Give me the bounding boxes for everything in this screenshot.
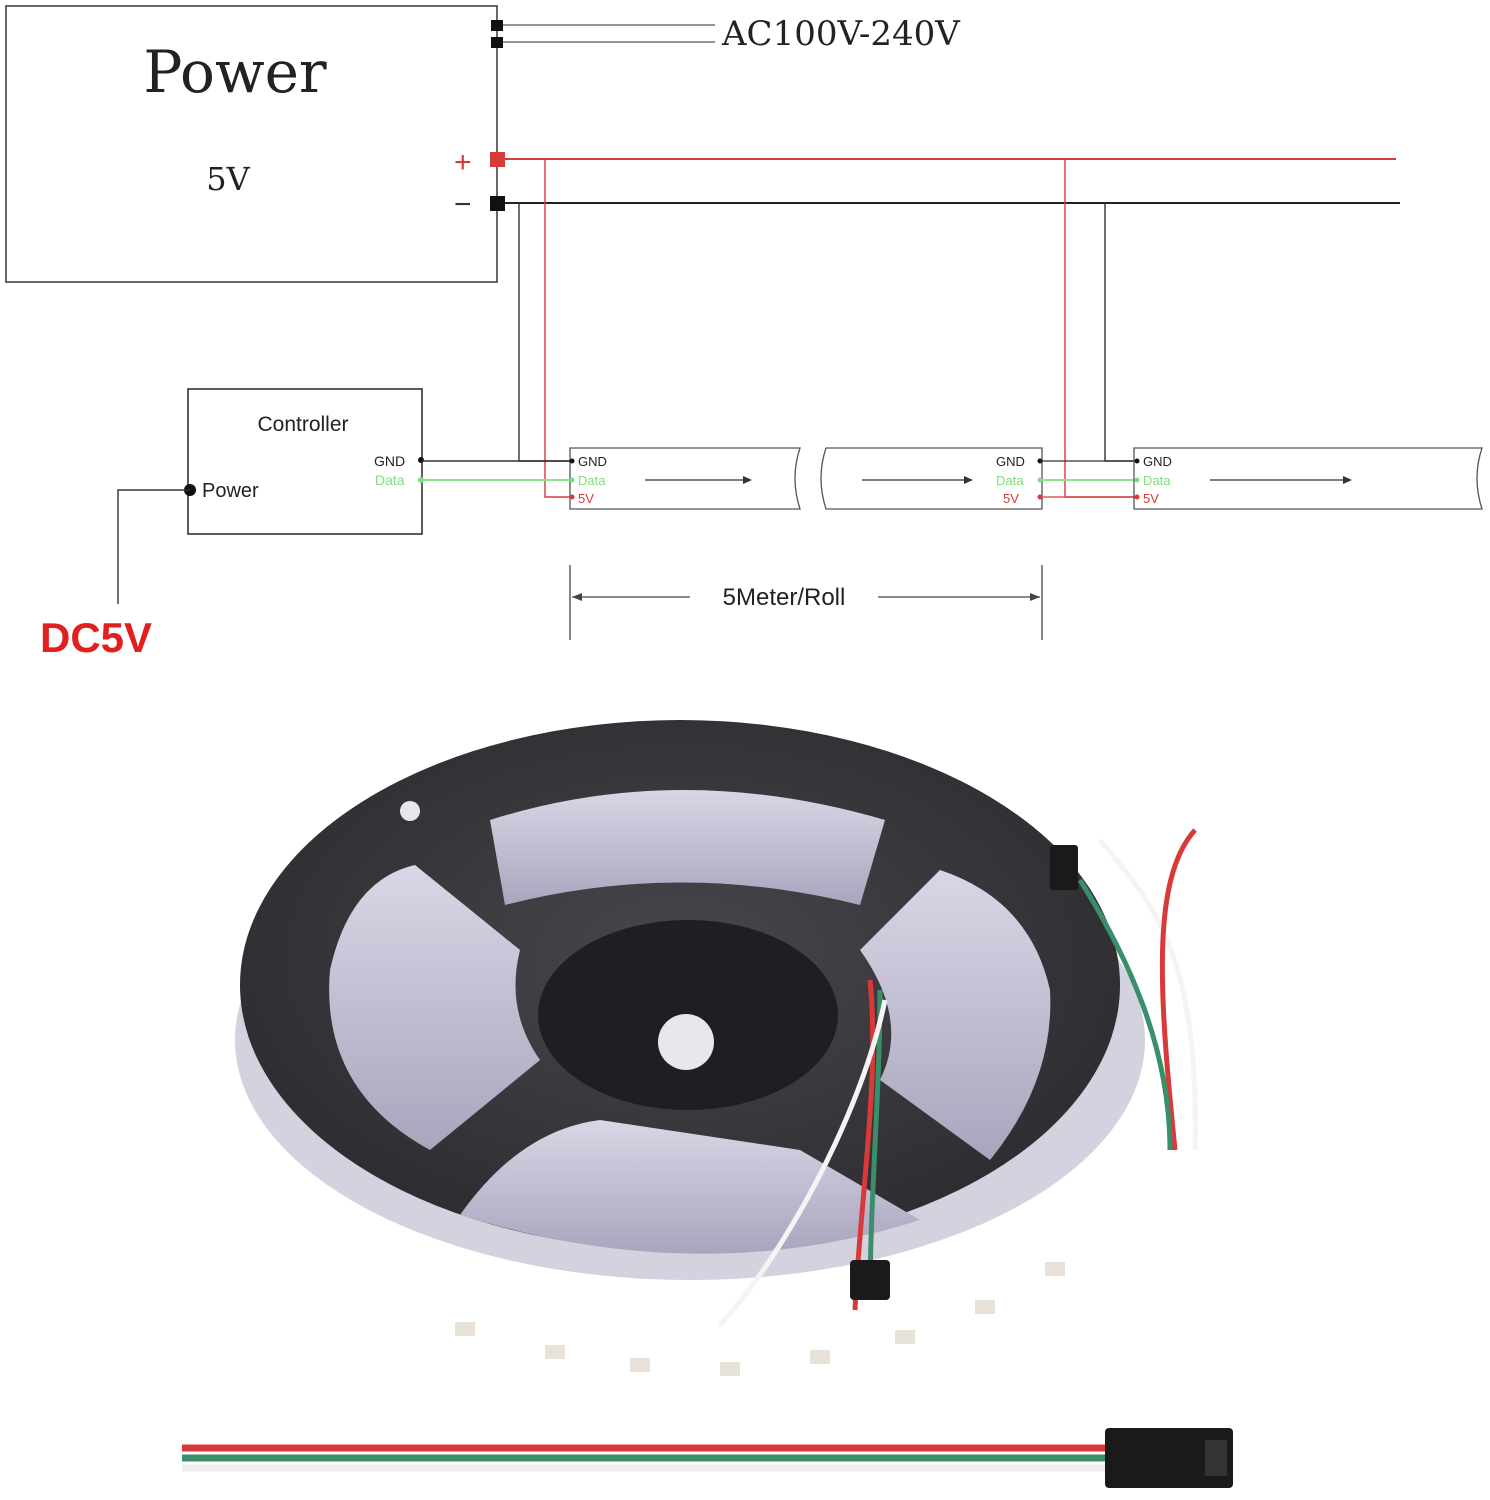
strip1-data-pin xyxy=(569,477,575,483)
led-chip xyxy=(720,1362,740,1376)
led-chip xyxy=(455,1322,475,1336)
power-voltage: 5V xyxy=(206,160,250,198)
strip-segment-outline xyxy=(569,447,801,510)
side-wire-green xyxy=(1077,878,1173,1151)
side-wire-white xyxy=(1098,838,1198,1151)
arrow-left-icon xyxy=(572,593,582,601)
strip-segment-outline xyxy=(820,447,1043,510)
reel-window-right xyxy=(860,870,1051,1160)
ac-terminal-1 xyxy=(491,20,503,31)
power-supply: Power 5V AC100V-240V + − xyxy=(5,5,961,283)
strip-segment-3: GND Data 5V xyxy=(1133,447,1483,510)
led-chip xyxy=(1045,1262,1065,1276)
arrow-icon xyxy=(1343,476,1352,484)
controller-data-label: Data xyxy=(375,472,405,488)
strip2-gnd-label: GND xyxy=(996,454,1025,469)
side-connector xyxy=(1050,845,1078,890)
led-chip xyxy=(810,1350,830,1364)
strip1-5v-pin xyxy=(569,494,575,500)
controller: Controller GND Data Power DC5V xyxy=(40,388,424,661)
arrow-icon xyxy=(964,476,973,484)
minus-terminal xyxy=(490,196,505,211)
power-bus xyxy=(505,158,1400,498)
minus-sign: − xyxy=(454,188,472,221)
outer-led-chips xyxy=(455,1262,1065,1376)
strip-segment-2: GND Data 5V xyxy=(820,447,1043,510)
arrow-icon xyxy=(743,476,752,484)
dc5v-label: DC5V xyxy=(40,614,152,661)
strip2-5v-label: 5V xyxy=(1003,491,1019,506)
power-supply-box xyxy=(5,5,498,283)
red-drop-2 xyxy=(1064,159,1137,498)
controller-power-label: Power xyxy=(202,480,259,502)
power-title: Power xyxy=(143,38,327,106)
led-chip xyxy=(895,1330,915,1344)
strip3-5v-pin xyxy=(1134,494,1140,500)
pigtail-cable xyxy=(182,1428,1233,1488)
strip1-data-label: Data xyxy=(578,473,606,488)
reel-connector xyxy=(850,1260,890,1300)
led-chip xyxy=(545,1345,565,1359)
strip1-gnd-pin xyxy=(569,458,575,464)
reel-hole-icon xyxy=(400,801,420,821)
strip3-data-label: Data xyxy=(1143,473,1171,488)
plus-terminal xyxy=(490,152,505,167)
controller-gnd-terminal xyxy=(418,457,424,463)
plus-sign: + xyxy=(454,146,472,179)
strip1-gnd-label: GND xyxy=(578,454,607,469)
arrow-right-icon xyxy=(1030,593,1040,601)
pigtail-connector xyxy=(1105,1428,1233,1488)
pigtail-connector-latch xyxy=(1205,1440,1227,1476)
strip-segment-1: GND Data 5V xyxy=(569,447,801,510)
reel-window-left xyxy=(329,865,540,1150)
strip3-5v-label: 5V xyxy=(1143,491,1159,506)
led-chip xyxy=(975,1300,995,1314)
black-drop-2 xyxy=(1104,203,1137,462)
dimension-label: 5Meter/Roll xyxy=(723,584,846,611)
led-reel-illustration xyxy=(235,720,1198,1376)
reel-center-hole-icon xyxy=(658,1014,714,1070)
strip-segment-outline xyxy=(1133,447,1483,510)
ac-terminal-2 xyxy=(491,37,503,48)
strip1-5v-label: 5V xyxy=(578,491,594,506)
ac-input-label: AC100V-240V xyxy=(721,14,961,54)
reel-window-top xyxy=(490,790,885,905)
controller-gnd-label: GND xyxy=(374,453,405,469)
dc5v-wire xyxy=(117,489,190,604)
strip3-gnd-pin xyxy=(1134,458,1140,464)
controller-title: Controller xyxy=(257,413,348,436)
strip3-data-pin xyxy=(1134,477,1140,483)
strip2-data-label: Data xyxy=(996,473,1024,488)
reel-window-bottom xyxy=(460,1120,920,1254)
reel-wire-white xyxy=(718,999,888,1327)
red-drop-1 xyxy=(544,159,572,498)
led-chip xyxy=(630,1358,650,1372)
dimension-indicator: 5Meter/Roll xyxy=(569,565,1043,640)
strip3-gnd-label: GND xyxy=(1143,454,1172,469)
side-wire-red xyxy=(1159,828,1197,1151)
